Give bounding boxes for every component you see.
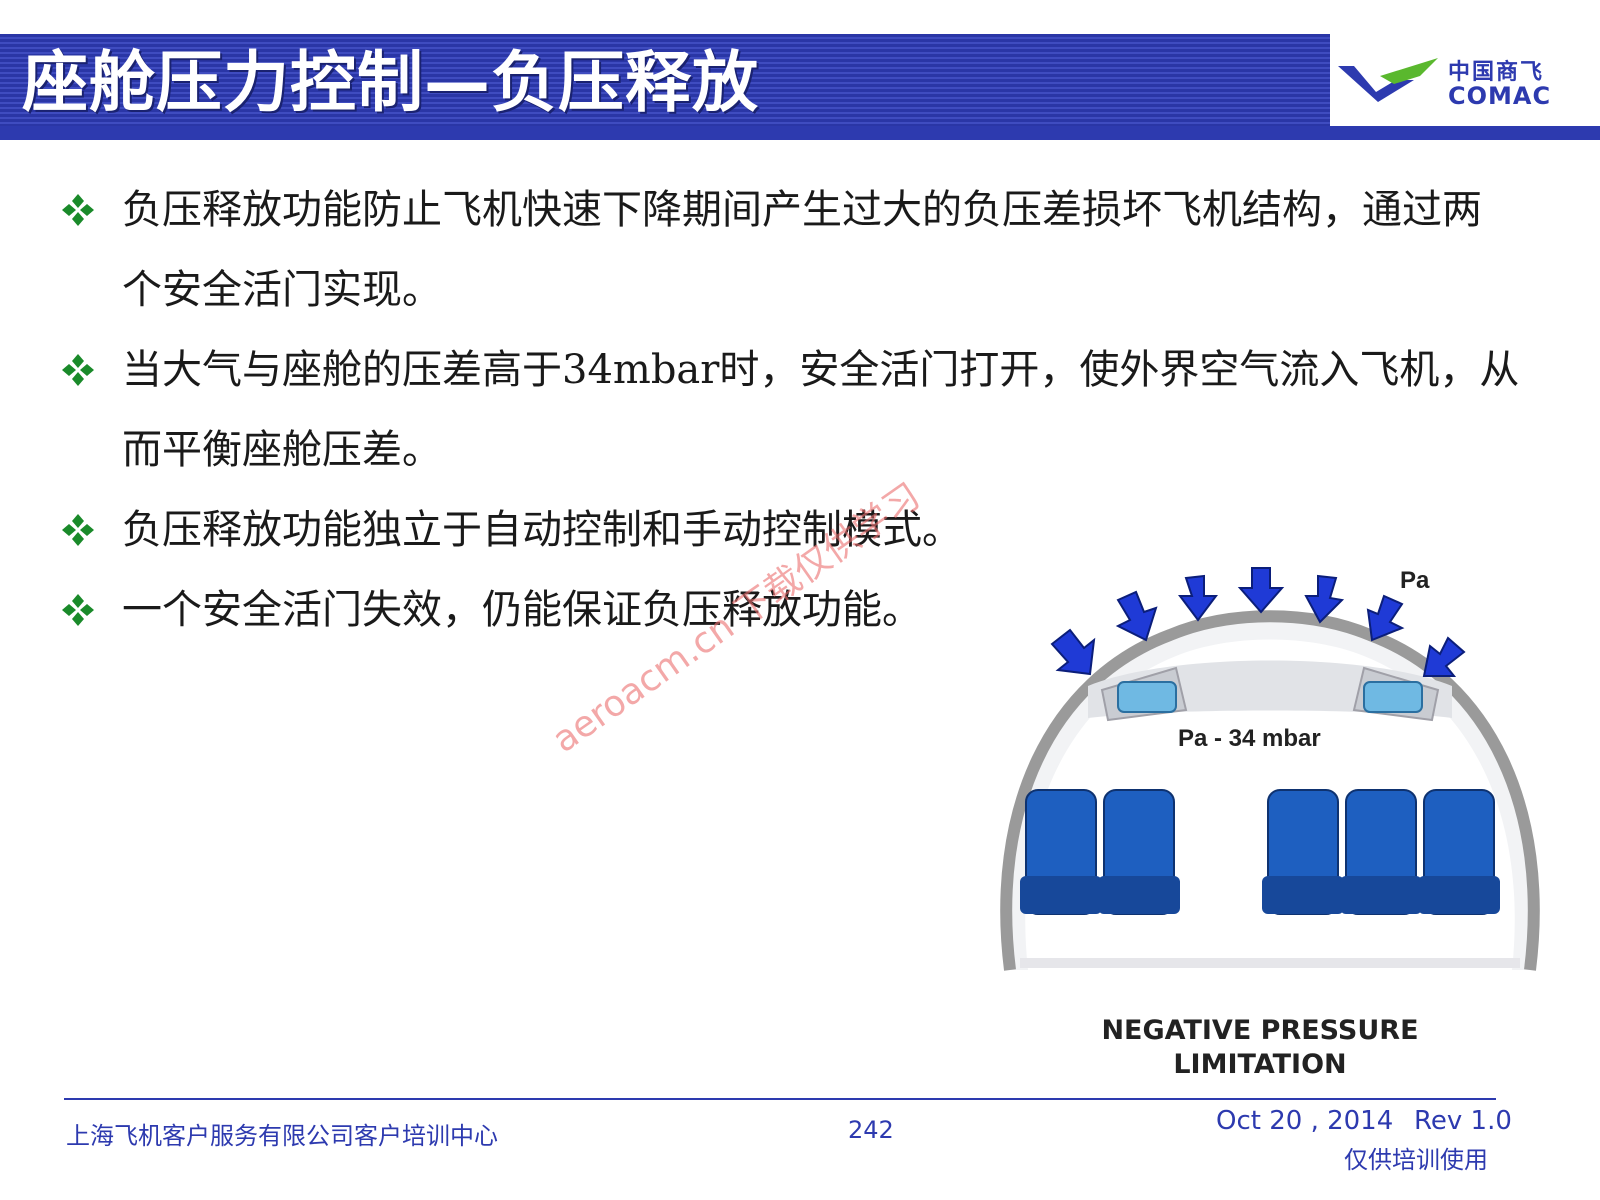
pressure-arrows: [1050, 567, 1466, 677]
caption-line: LIMITATION: [1173, 1049, 1347, 1080]
seat-icon: [1098, 789, 1180, 915]
logo-chinese-text: 中国商飞: [1448, 60, 1545, 85]
diamond-bullet-icon: [62, 514, 94, 546]
header-bar: [0, 34, 1330, 126]
footer-revision: Rev 1.0: [1414, 1106, 1512, 1136]
bullet-list: 负压释放功能防止飞机快速下降期间产生过大的负压差损坏飞机结构，通过两个安全活门实…: [60, 170, 1520, 650]
bullet-text: 负压释放功能防止飞机快速下降期间产生过大的负压差损坏飞机结构，通过两个安全活门实…: [122, 187, 1482, 313]
footer-date: Oct 20 , 2014: [1216, 1106, 1394, 1136]
footer-note: 仅供培训使用: [1344, 1146, 1488, 1174]
logo-english-text: COMAC: [1448, 82, 1552, 110]
bullet-item: 负压释放功能独立于自动控制和手动控制模式。: [60, 490, 1520, 570]
bullet-text: 当大气与座舱的压差高于34mbar时，安全活门打开，使外界空气流入飞机，从而平衡…: [122, 347, 1520, 473]
diamond-bullet-icon: [62, 194, 94, 226]
footer-divider: [64, 1098, 1496, 1100]
bullet-text: 一个安全活门失效，仍能保证负压释放功能。: [122, 587, 922, 633]
seat-icon: [1020, 789, 1102, 915]
comac-logo-icon: [1338, 58, 1438, 102]
figure-caption: NEGATIVE PRESSURE LIMITATION: [1060, 1014, 1460, 1082]
diamond-bullet-icon: [62, 354, 94, 386]
outside-pressure-label: Pa: [1400, 567, 1430, 594]
inside-pressure-label: Pa - 34 mbar: [1178, 725, 1321, 752]
footer-organization: 上海飞机客户服务有限公司客户培训中心: [66, 1122, 498, 1150]
bullet-item: 一个安全活门失效，仍能保证负压释放功能。: [60, 570, 1520, 650]
header-underline: [0, 126, 1600, 140]
bullet-item: 负压释放功能防止飞机快速下降期间产生过大的负压差损坏飞机结构，通过两个安全活门实…: [60, 170, 1520, 330]
seat-icon: [1340, 789, 1422, 915]
page-number: 242: [848, 1116, 894, 1144]
diamond-bullet-icon: [62, 594, 94, 626]
seat-icon: [1262, 789, 1344, 915]
cabin-diagram: Pa Pa - 34 mbar: [990, 560, 1560, 990]
page-title: 座舱压力控制—负压释放: [22, 44, 759, 121]
comac-logo: 中国商飞 COMAC: [1336, 48, 1576, 120]
caption-line: NEGATIVE PRESSURE: [1101, 1015, 1419, 1046]
bullet-item: 当大气与座舱的压差高于34mbar时，安全活门打开，使外界空气流入飞机，从而平衡…: [60, 330, 1520, 490]
bullet-text: 负压释放功能独立于自动控制和手动控制模式。: [122, 507, 962, 553]
seat-icon: [1418, 789, 1500, 915]
cabin-cross-section-illustration: Pa Pa - 34 mbar: [1000, 567, 1540, 971]
